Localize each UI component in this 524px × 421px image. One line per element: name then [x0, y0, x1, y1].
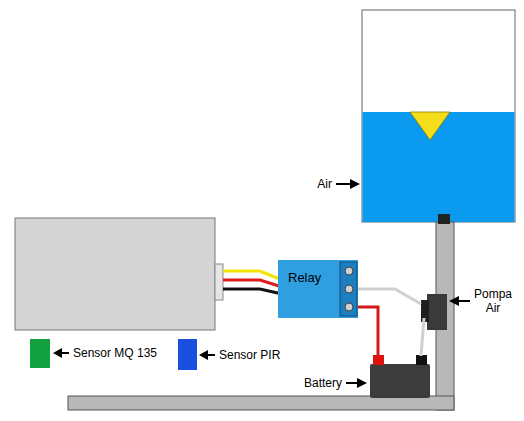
terminal-screw: [345, 285, 353, 293]
battery-callout: Battery: [304, 376, 342, 390]
water: [363, 112, 515, 222]
motion-sensor: [178, 339, 197, 370]
wire: [352, 289, 421, 304]
water-level-symbol: [410, 112, 450, 140]
battery-terminal: [416, 355, 427, 365]
water-pump: [427, 294, 447, 330]
terminal-block: [340, 262, 357, 316]
leader-arrows: [53, 179, 470, 388]
water-tank: [362, 10, 515, 222]
wire: [223, 280, 282, 287]
relay-label: Relay: [288, 270, 321, 285]
wire: [223, 289, 282, 294]
battery-terminal: [373, 355, 384, 365]
wire: [421, 318, 424, 356]
controller-box: [15, 218, 215, 330]
connector: [215, 264, 223, 300]
battery: [370, 364, 430, 398]
sensor-callout: Sensor MQ 135: [73, 346, 157, 360]
tank-callout: Air: [317, 177, 332, 191]
terminal-screw: [345, 267, 353, 275]
gas-sensor: [30, 339, 50, 368]
pump-callout: Pompa Air: [473, 287, 513, 315]
sensor-callout: Sensor PIR: [219, 348, 280, 362]
terminal-screw: [345, 303, 353, 311]
relay-module: Relay: [278, 260, 358, 318]
tank-outlet: [438, 214, 450, 224]
pipe: [68, 396, 454, 410]
pipe-joint: [437, 397, 453, 409]
